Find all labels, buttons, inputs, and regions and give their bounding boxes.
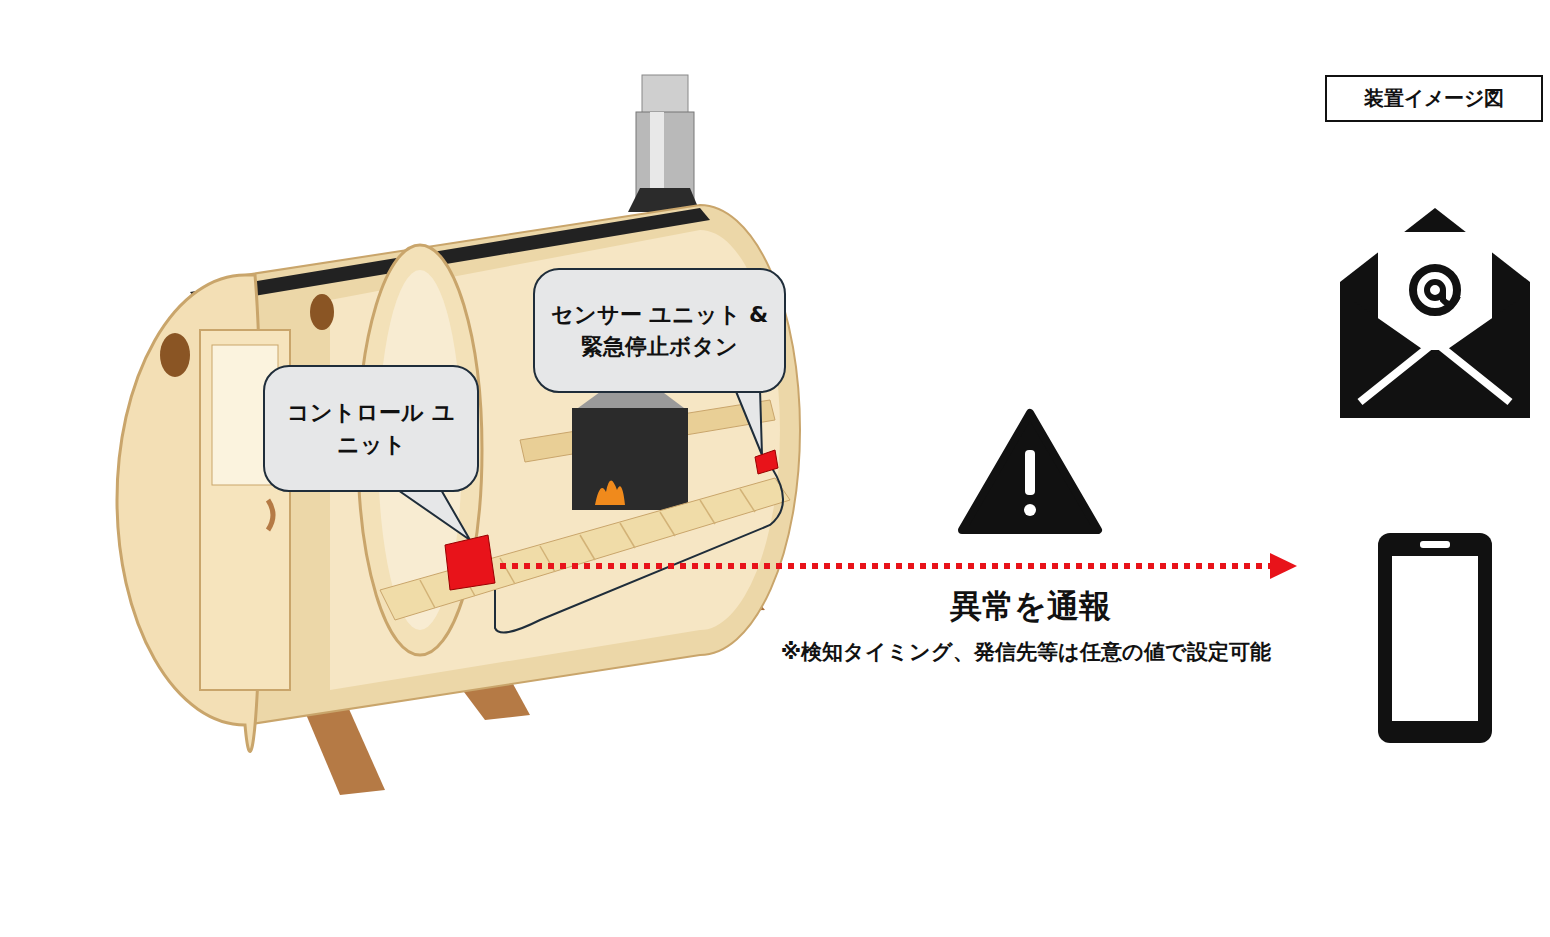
wire: [495, 468, 783, 633]
callout-text: コントロール ユニット: [279, 397, 463, 461]
fire: [595, 480, 625, 505]
title-box: 装置イメージ図: [1325, 75, 1543, 122]
phone-icon: [1378, 533, 1492, 743]
arrow-label: 異常を通報: [950, 585, 1111, 629]
callout-text: センサー ユニット & 緊急停止ボタン: [549, 299, 770, 363]
note-text: ※検知タイミング、発信先等は任意の値で設定可能: [781, 638, 1271, 666]
callout-box: コントロール ユニット: [263, 365, 479, 492]
warning-mark: [1024, 504, 1036, 516]
sensor-unit: [755, 450, 778, 474]
callout-tail: [395, 488, 470, 540]
callout-tail: [735, 389, 762, 455]
stove: [572, 408, 688, 510]
warning-mark: [1025, 450, 1035, 495]
vent: [160, 333, 190, 377]
bench: [380, 478, 790, 620]
vent: [310, 294, 334, 330]
handle: [268, 500, 273, 530]
control-unit: [445, 535, 495, 590]
title-text: 装置イメージ図: [1364, 85, 1504, 112]
arrowhead: [1270, 553, 1297, 579]
mail-icon: [1340, 208, 1530, 418]
warning-icon: [962, 413, 1098, 530]
chimney: [642, 75, 688, 115]
notify-arrow: [500, 563, 1272, 569]
callout-box: センサー ユニット & 緊急停止ボタン: [533, 268, 786, 393]
